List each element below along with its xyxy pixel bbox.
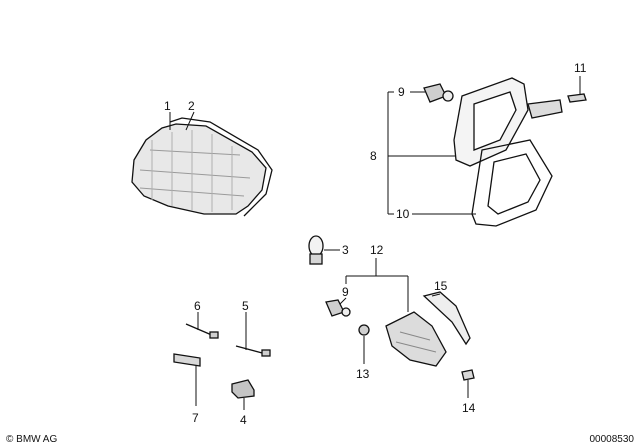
front-indicator-part [385, 311, 447, 367]
bulb-socket-part-front [325, 299, 351, 317]
callout-10: 10 [396, 207, 410, 221]
callout-5: 5 [242, 299, 249, 313]
callout-14: 14 [462, 401, 476, 415]
callout-12: 12 [370, 243, 384, 257]
callout-3: 3 [342, 243, 349, 257]
callout-4: 4 [240, 413, 247, 427]
screw-part-14 [461, 369, 475, 381]
callout-11: 11 [574, 61, 587, 75]
callout-13: 13 [356, 367, 370, 381]
callout-2: 2 [188, 99, 195, 113]
callout-7: 7 [192, 411, 199, 425]
indicator-housing-part [453, 77, 563, 167]
bulb-socket-part-top [423, 83, 454, 103]
diagram-number: 00008530 [590, 434, 635, 445]
cable-part-5 [235, 345, 271, 357]
callout-8: 8 [370, 149, 377, 163]
reflector-strip-part [422, 291, 471, 346]
screw-part-11 [567, 93, 587, 103]
bulb-part [308, 235, 324, 265]
rear-lens-part [131, 123, 267, 215]
callout-1: 1 [164, 99, 171, 113]
leader-lines [169, 76, 581, 410]
connector-part-4 [231, 379, 255, 399]
copyright-text: © BMW AG [6, 434, 57, 445]
cable-part-6 [185, 323, 219, 339]
callout-9-front: 9 [342, 285, 349, 299]
nut-part-13 [358, 324, 370, 336]
plug-part-7 [173, 353, 201, 367]
callout-15: 15 [434, 279, 448, 293]
callout-6: 6 [194, 299, 201, 313]
lens-seal-part [169, 117, 273, 217]
housing-gasket-part [471, 139, 553, 227]
callout-9-top: 9 [398, 85, 405, 99]
